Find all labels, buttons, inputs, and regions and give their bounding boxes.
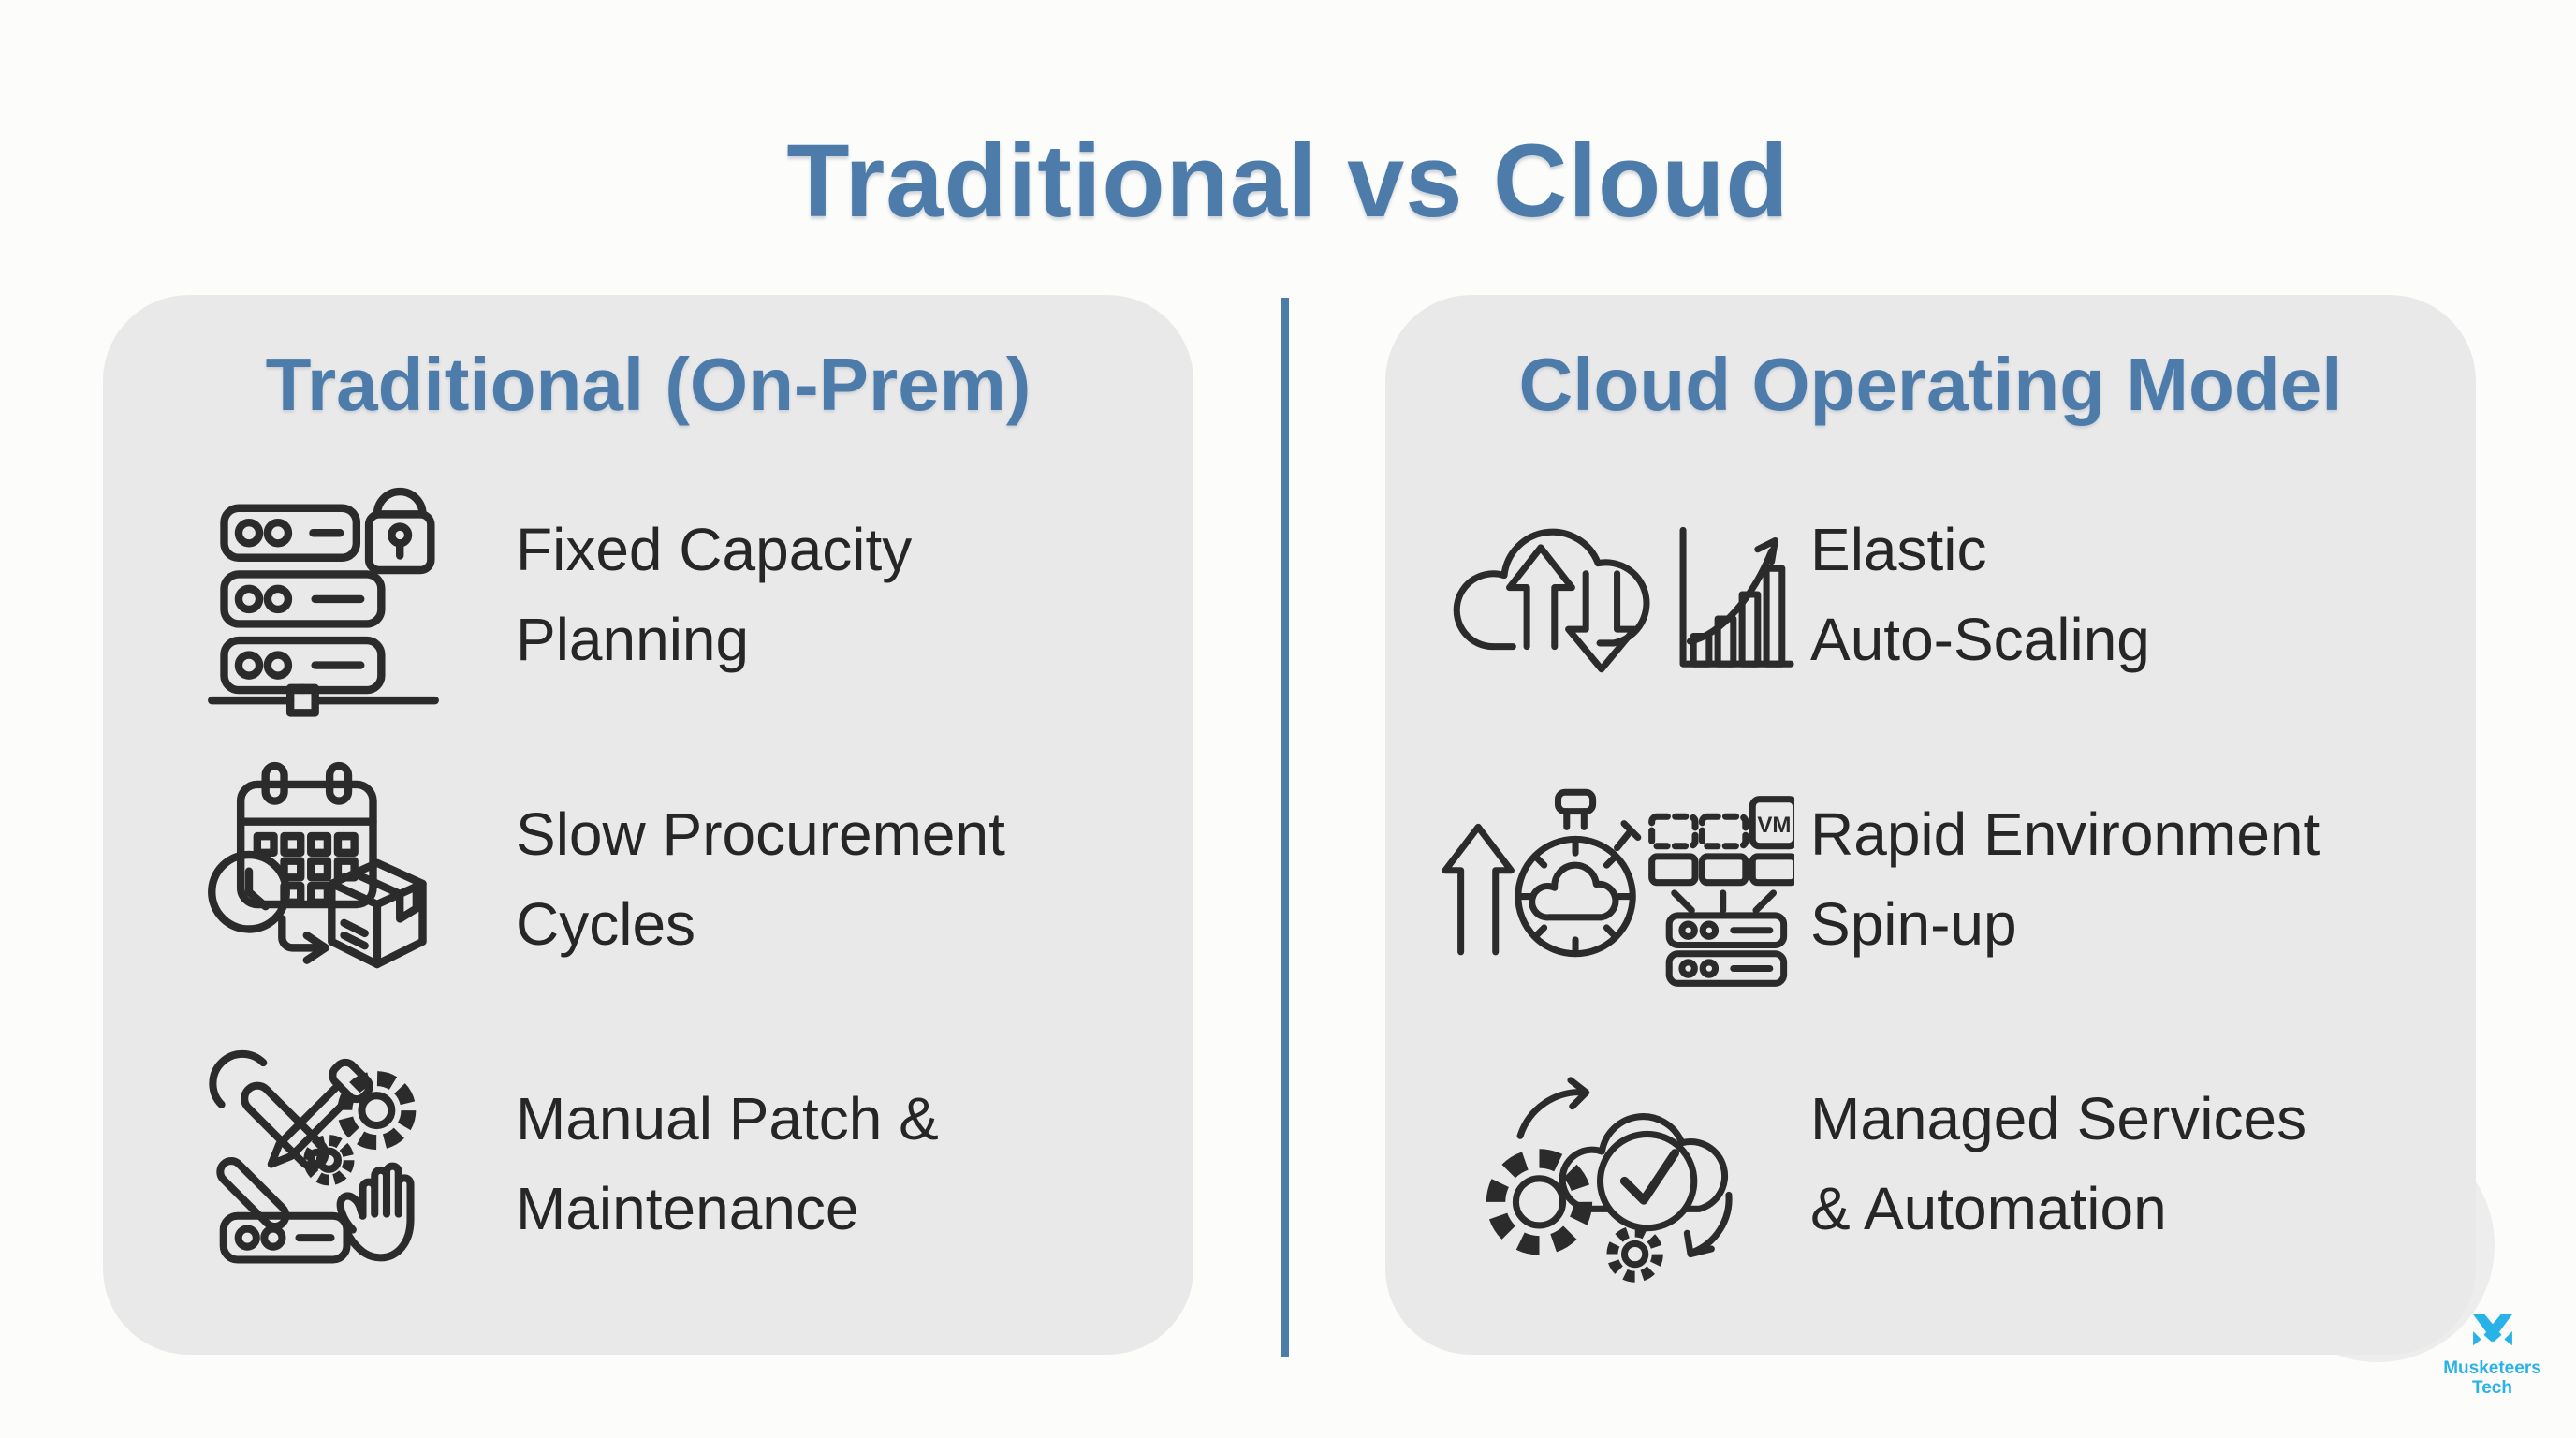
cloud-panel-title: Cloud Operating Model [1518, 343, 2343, 426]
item-slow-procurement: Slow Procurement Cycles [103, 737, 1193, 1021]
gears-automation-icon [1425, 1042, 1799, 1285]
musketeers-logo-mark [2472, 1314, 2512, 1346]
item-label: Slow Procurement Cycles [516, 789, 1005, 969]
item-line: Elastic [1810, 516, 1987, 583]
item-line: Auto-Scaling [1810, 606, 2150, 673]
cloud-panel: Cloud Operating Model E [1385, 295, 2476, 1355]
logo-suffix: Tech [2472, 1377, 2512, 1398]
tools-maintenance-icon [183, 1045, 463, 1284]
item-line: Rapid Environment [1810, 800, 2320, 868]
cloud-autoscaling-icon [1425, 487, 1799, 702]
item-line: Maintenance [516, 1175, 859, 1242]
cloud-items: Elastic Auto-Scaling VM [1385, 452, 2476, 1306]
traditional-panel: Traditional (On-Prem) F [103, 295, 1193, 1355]
slide-title: Traditional vs Cloud [786, 123, 1790, 239]
item-manual-patch: Manual Patch & Maintenance [103, 1021, 1193, 1306]
procurement-calendar-icon [183, 756, 463, 1004]
item-line: Cycles [516, 890, 696, 958]
item-label: Managed Services & Automation [1810, 1074, 2306, 1254]
item-line: Manual Patch & [516, 1085, 939, 1152]
server-lock-icon [183, 471, 463, 719]
traditional-items: Fixed Capacity Planning [103, 452, 1193, 1306]
item-label: Elastic Auto-Scaling [1810, 505, 2150, 684]
item-label: Manual Patch & Maintenance [516, 1074, 939, 1254]
item-fixed-capacity: Fixed Capacity Planning [103, 452, 1193, 737]
item-label: Rapid Environment Spin-up [1810, 789, 2320, 969]
item-label: Fixed Capacity Planning [516, 505, 912, 684]
traditional-panel-title: Traditional (On-Prem) [265, 343, 1032, 426]
item-line: Fixed Capacity [516, 516, 913, 583]
musketeers-logo: Musketeers Tech [2410, 1314, 2574, 1398]
item-elastic-autoscaling: Elastic Auto-Scaling [1385, 452, 2476, 737]
panel-divider [1281, 298, 1289, 1357]
item-managed-automation: Managed Services & Automation [1385, 1021, 2476, 1306]
item-line: Spin-up [1810, 890, 2017, 958]
stopwatch-spinup-icon: VM [1425, 771, 1799, 987]
item-line: Managed Services [1810, 1085, 2307, 1152]
item-rapid-spinup: VM Rapid Environment Spin-up [1385, 737, 2476, 1021]
item-line: & Automation [1810, 1175, 2167, 1242]
item-line: Slow Procurement [516, 800, 1005, 868]
logo-name: Musketeers [2443, 1358, 2541, 1378]
vm-label: VM [1757, 813, 1791, 838]
item-line: Planning [516, 606, 750, 673]
